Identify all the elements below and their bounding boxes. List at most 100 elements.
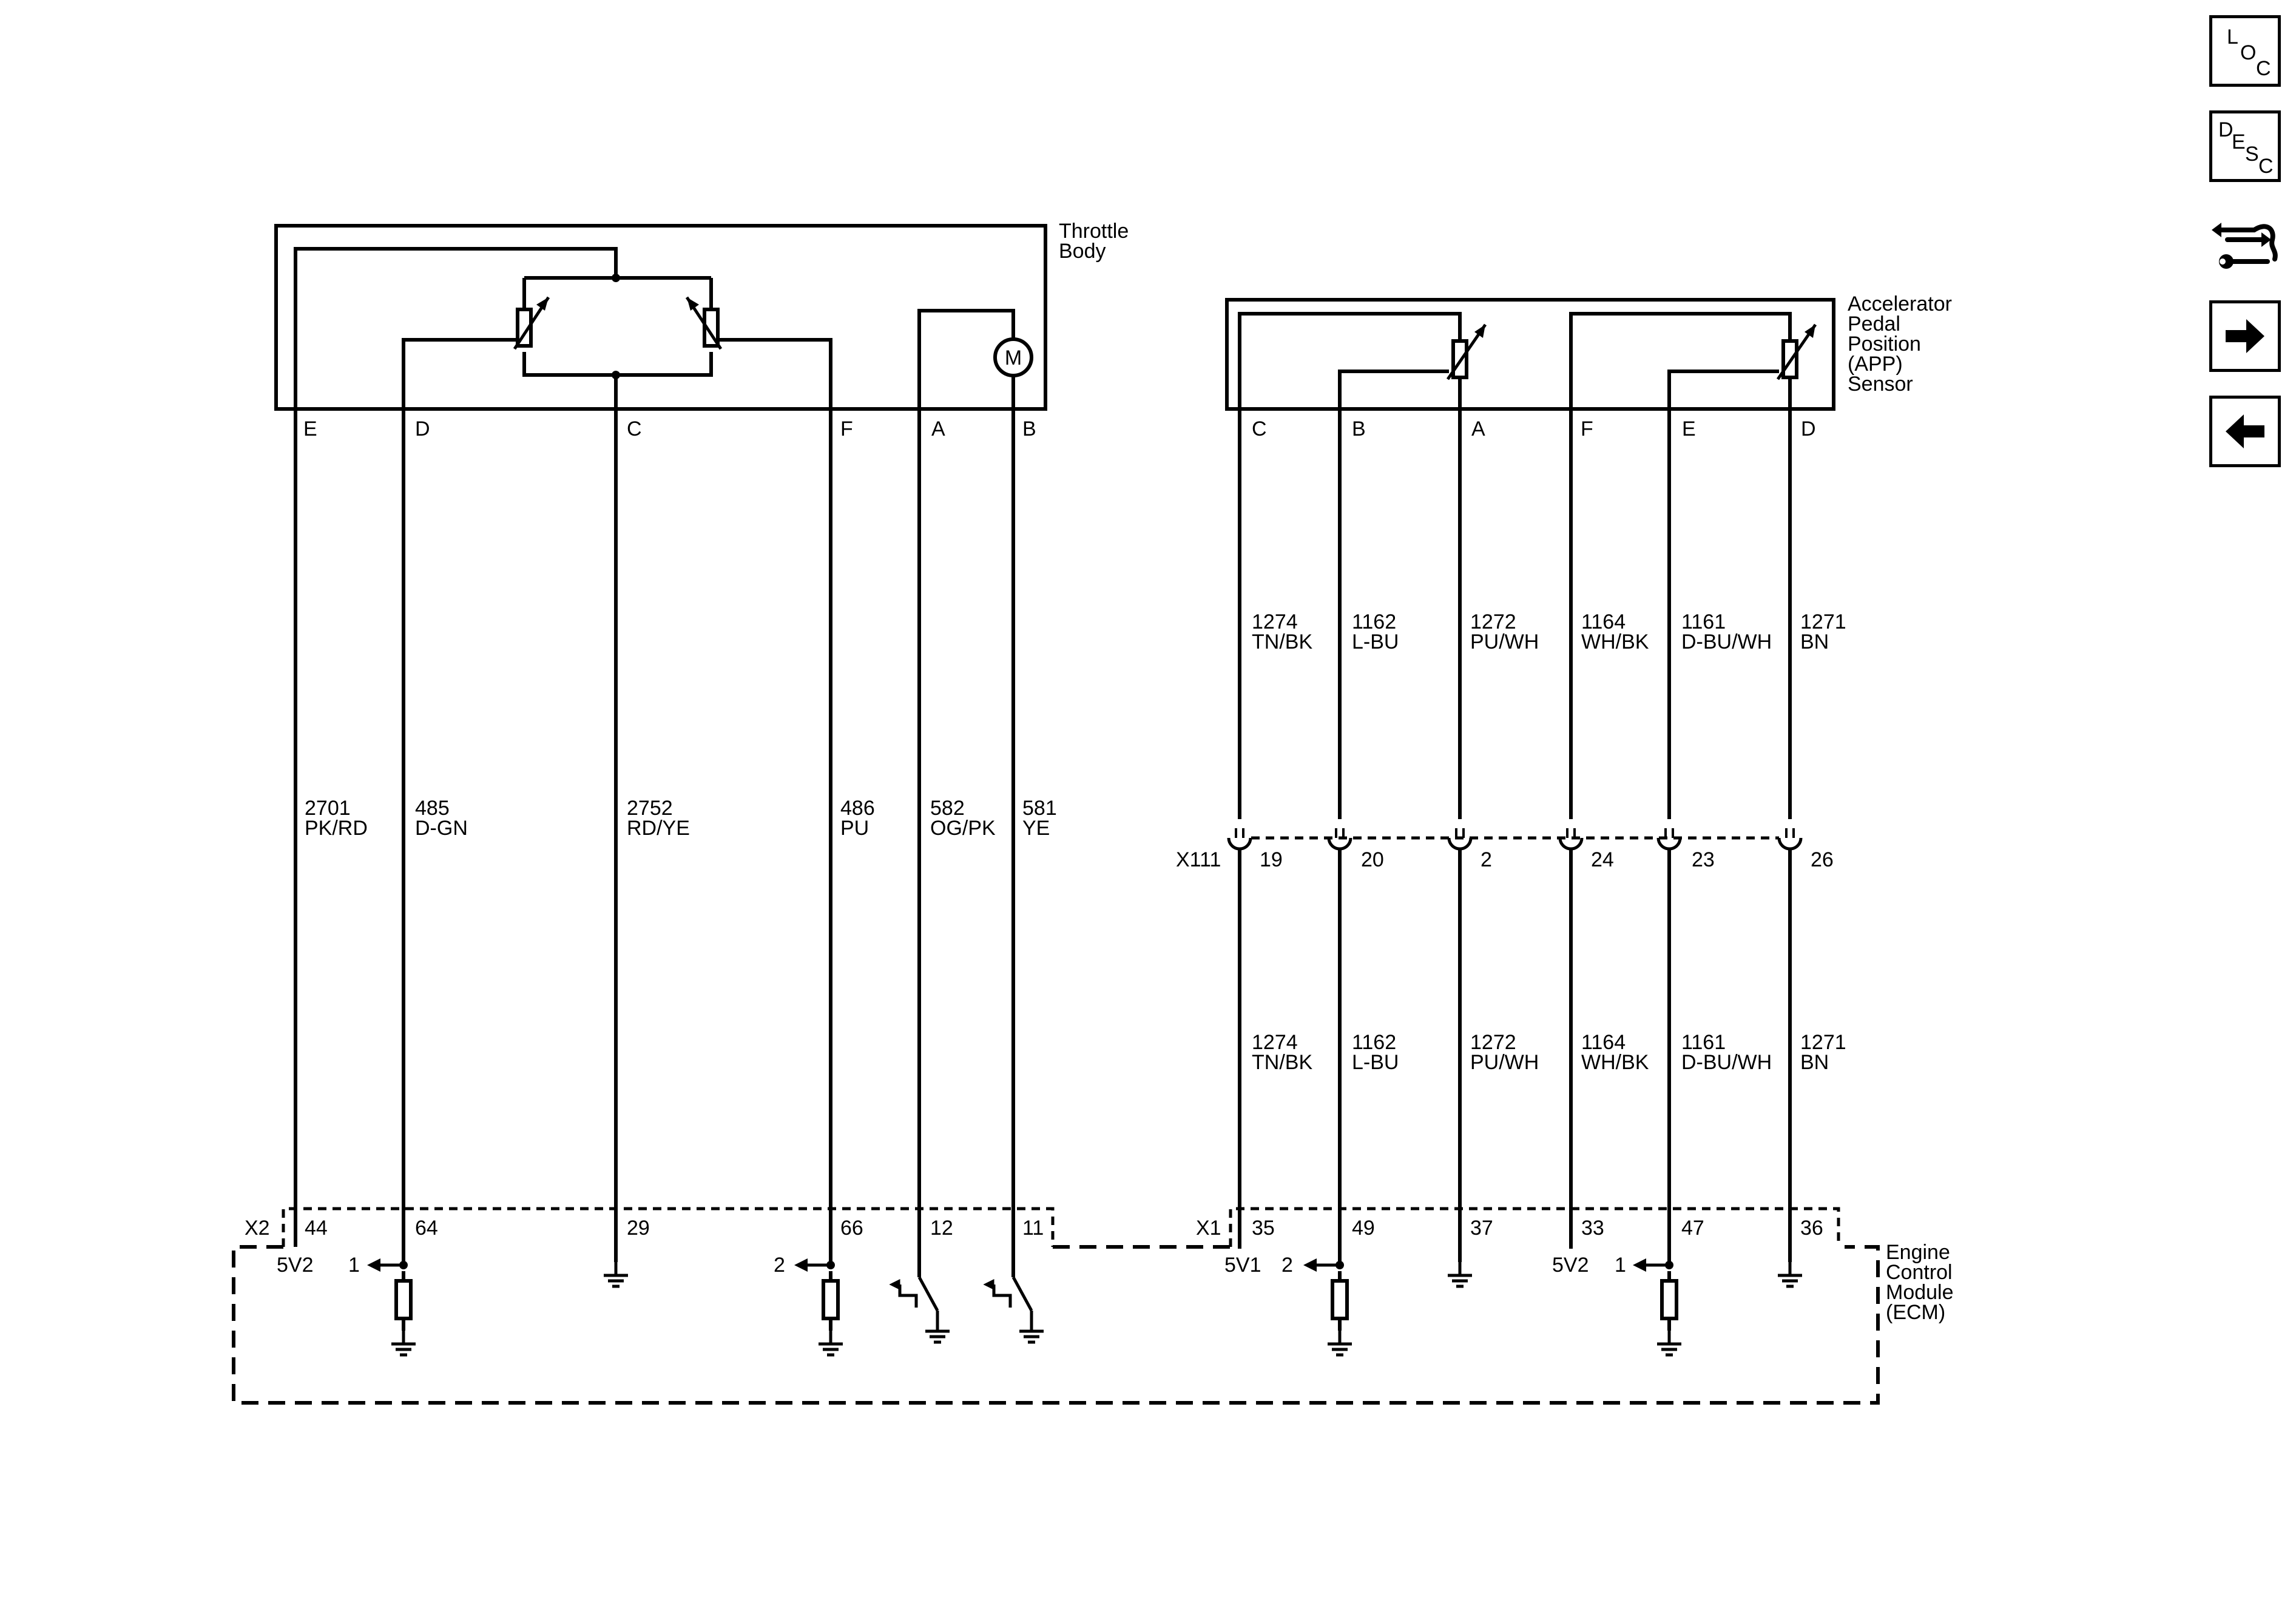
app-sensor: Accelerator Pedal Position (APP) Sensor (1225, 292, 1952, 422)
circuit-number: 485 (415, 797, 450, 820)
ground-icon (604, 1262, 628, 1286)
x111-connector: X111 19 20 2 24 23 26 (1176, 828, 1834, 871)
app-sensor-label-4: (APP) (1848, 353, 1903, 376)
pull-down-resistor (1662, 1271, 1676, 1331)
app-pin: E (1682, 417, 1696, 441)
x1-pin: 49 (1352, 1217, 1375, 1240)
circuit-number: 581 (1022, 797, 1057, 820)
throttle-pin-labels: E D C F A B (303, 417, 1036, 441)
description-icon-letter: S (2245, 143, 2259, 166)
ground-icon (925, 1318, 950, 1342)
x111-pin: 20 (1361, 848, 1384, 871)
circuit-color: TN/BK (1252, 630, 1312, 653)
x111-pin: 19 (1260, 848, 1283, 871)
ground-icon (1328, 1331, 1352, 1355)
circuit-color: OG/PK (930, 817, 996, 840)
throttle-wires (294, 422, 1015, 1277)
x2-pin: 66 (840, 1217, 863, 1240)
throttle-pin: E (303, 417, 317, 441)
connector-repair-button[interactable] (2209, 203, 2281, 275)
x1-label: X1 (1196, 1217, 1221, 1240)
circuit-color: D-GN (415, 817, 468, 840)
circuit-color: PU (840, 817, 869, 840)
circuit-number: 1161 (1681, 1031, 1726, 1054)
ground-icon (1448, 1262, 1472, 1286)
arrow-left-icon (2226, 414, 2264, 448)
arrow-right-icon (2226, 319, 2264, 353)
app-pin: F (1581, 417, 1593, 441)
location-icon-letter: C (2256, 57, 2271, 80)
ecm-signal-label: 1 (1615, 1254, 1626, 1277)
x2-label: X2 (245, 1217, 270, 1240)
circuit-color: PK/RD (305, 817, 368, 840)
app-pin: A (1471, 417, 1485, 441)
x2-pin: 12 (930, 1217, 953, 1240)
circuit-color: PU/WH (1470, 1051, 1539, 1074)
pull-down-resistor (1332, 1271, 1347, 1331)
throttle-pin: D (415, 417, 430, 441)
circuit-number: 1274 (1252, 610, 1298, 633)
circuit-number: 1162 (1352, 1031, 1396, 1054)
x1-pin: 47 (1681, 1217, 1704, 1240)
ecm-label-2: Control (1886, 1261, 1953, 1284)
description-icon-letter: C (2258, 155, 2274, 178)
x2-pin: 29 (627, 1217, 650, 1240)
throttle-body-label-2: Body (1059, 240, 1106, 263)
throttle-pin: F (840, 417, 853, 441)
x111-pin: 24 (1591, 848, 1614, 871)
pull-down-resistor (823, 1271, 838, 1331)
x2-pin: 44 (305, 1217, 328, 1240)
description-icon-letter: D (2218, 118, 2234, 141)
circuit-number: 1162 (1352, 610, 1396, 633)
circuit-color: BN (1800, 630, 1829, 653)
ecm-signal-label: 2 (1281, 1254, 1293, 1277)
motor-label: M (1005, 346, 1022, 370)
connector-repair-icon (2212, 223, 2278, 269)
ecm-signal-label: 1 (348, 1254, 360, 1277)
circuit-color: TN/BK (1252, 1051, 1312, 1074)
description-button[interactable]: D E S C (2209, 110, 2281, 182)
previous-button[interactable] (2209, 396, 2281, 467)
app-sensor-label-5: Sensor (1848, 373, 1913, 396)
pull-down-resistor (396, 1271, 411, 1331)
circuit-color: WH/BK (1581, 1051, 1649, 1074)
ecm: X2 44 64 29 66 12 11 X1 35 49 37 33 47 3… (232, 1207, 1954, 1405)
location-button[interactable]: L O C (2209, 15, 2281, 87)
x1-pin: 37 (1470, 1217, 1493, 1240)
ground-icon (1778, 1262, 1802, 1286)
x2-pin: 11 (1022, 1217, 1044, 1240)
ground-icon (819, 1331, 843, 1355)
x111-label: X111 (1176, 848, 1221, 871)
x111-terminal (1779, 828, 1801, 849)
ecm-signal-label: 2 (774, 1254, 785, 1277)
ecm-label-3: Module (1886, 1281, 1954, 1304)
app-sensor-label-3: Position (1848, 333, 1921, 356)
throttle-body: M Throttle Body (274, 220, 1129, 422)
next-button[interactable] (2209, 300, 2281, 372)
app-pin: D (1801, 417, 1816, 441)
circuit-color: RD/YE (627, 817, 690, 840)
throttle-motor (993, 337, 1033, 377)
app-sensor-label-1: Accelerator (1848, 292, 1952, 316)
circuit-color: D-BU/WH (1681, 630, 1772, 653)
app-pin: B (1352, 417, 1366, 441)
throttle-circuit-labels: 2701 PK/RD 485 D-GN 2752 RD/YE 486 PU 58… (305, 797, 1057, 840)
circuit-number: 486 (840, 797, 875, 820)
x1-pin: 36 (1800, 1217, 1823, 1240)
x111-terminal (1229, 828, 1251, 849)
throttle-pin: C (627, 417, 642, 441)
x111-pin: 23 (1692, 848, 1715, 871)
circuit-color: D-BU/WH (1681, 1051, 1772, 1074)
motor-driver-switch (987, 1281, 1010, 1308)
app-pin-labels: C B A F E D (1252, 417, 1816, 441)
location-icon-letter: L (2227, 25, 2238, 49)
circuit-color: YE (1022, 817, 1050, 840)
ground-icon (1657, 1331, 1681, 1355)
circuit-color: L-BU (1352, 630, 1399, 653)
circuit-number: 1272 (1470, 1031, 1516, 1054)
ecm-5v1-ref-label: 5V1 (1224, 1254, 1261, 1277)
circuit-number: 582 (930, 797, 965, 820)
description-icon-letter: E (2232, 130, 2246, 154)
x1-pin: 33 (1581, 1217, 1604, 1240)
